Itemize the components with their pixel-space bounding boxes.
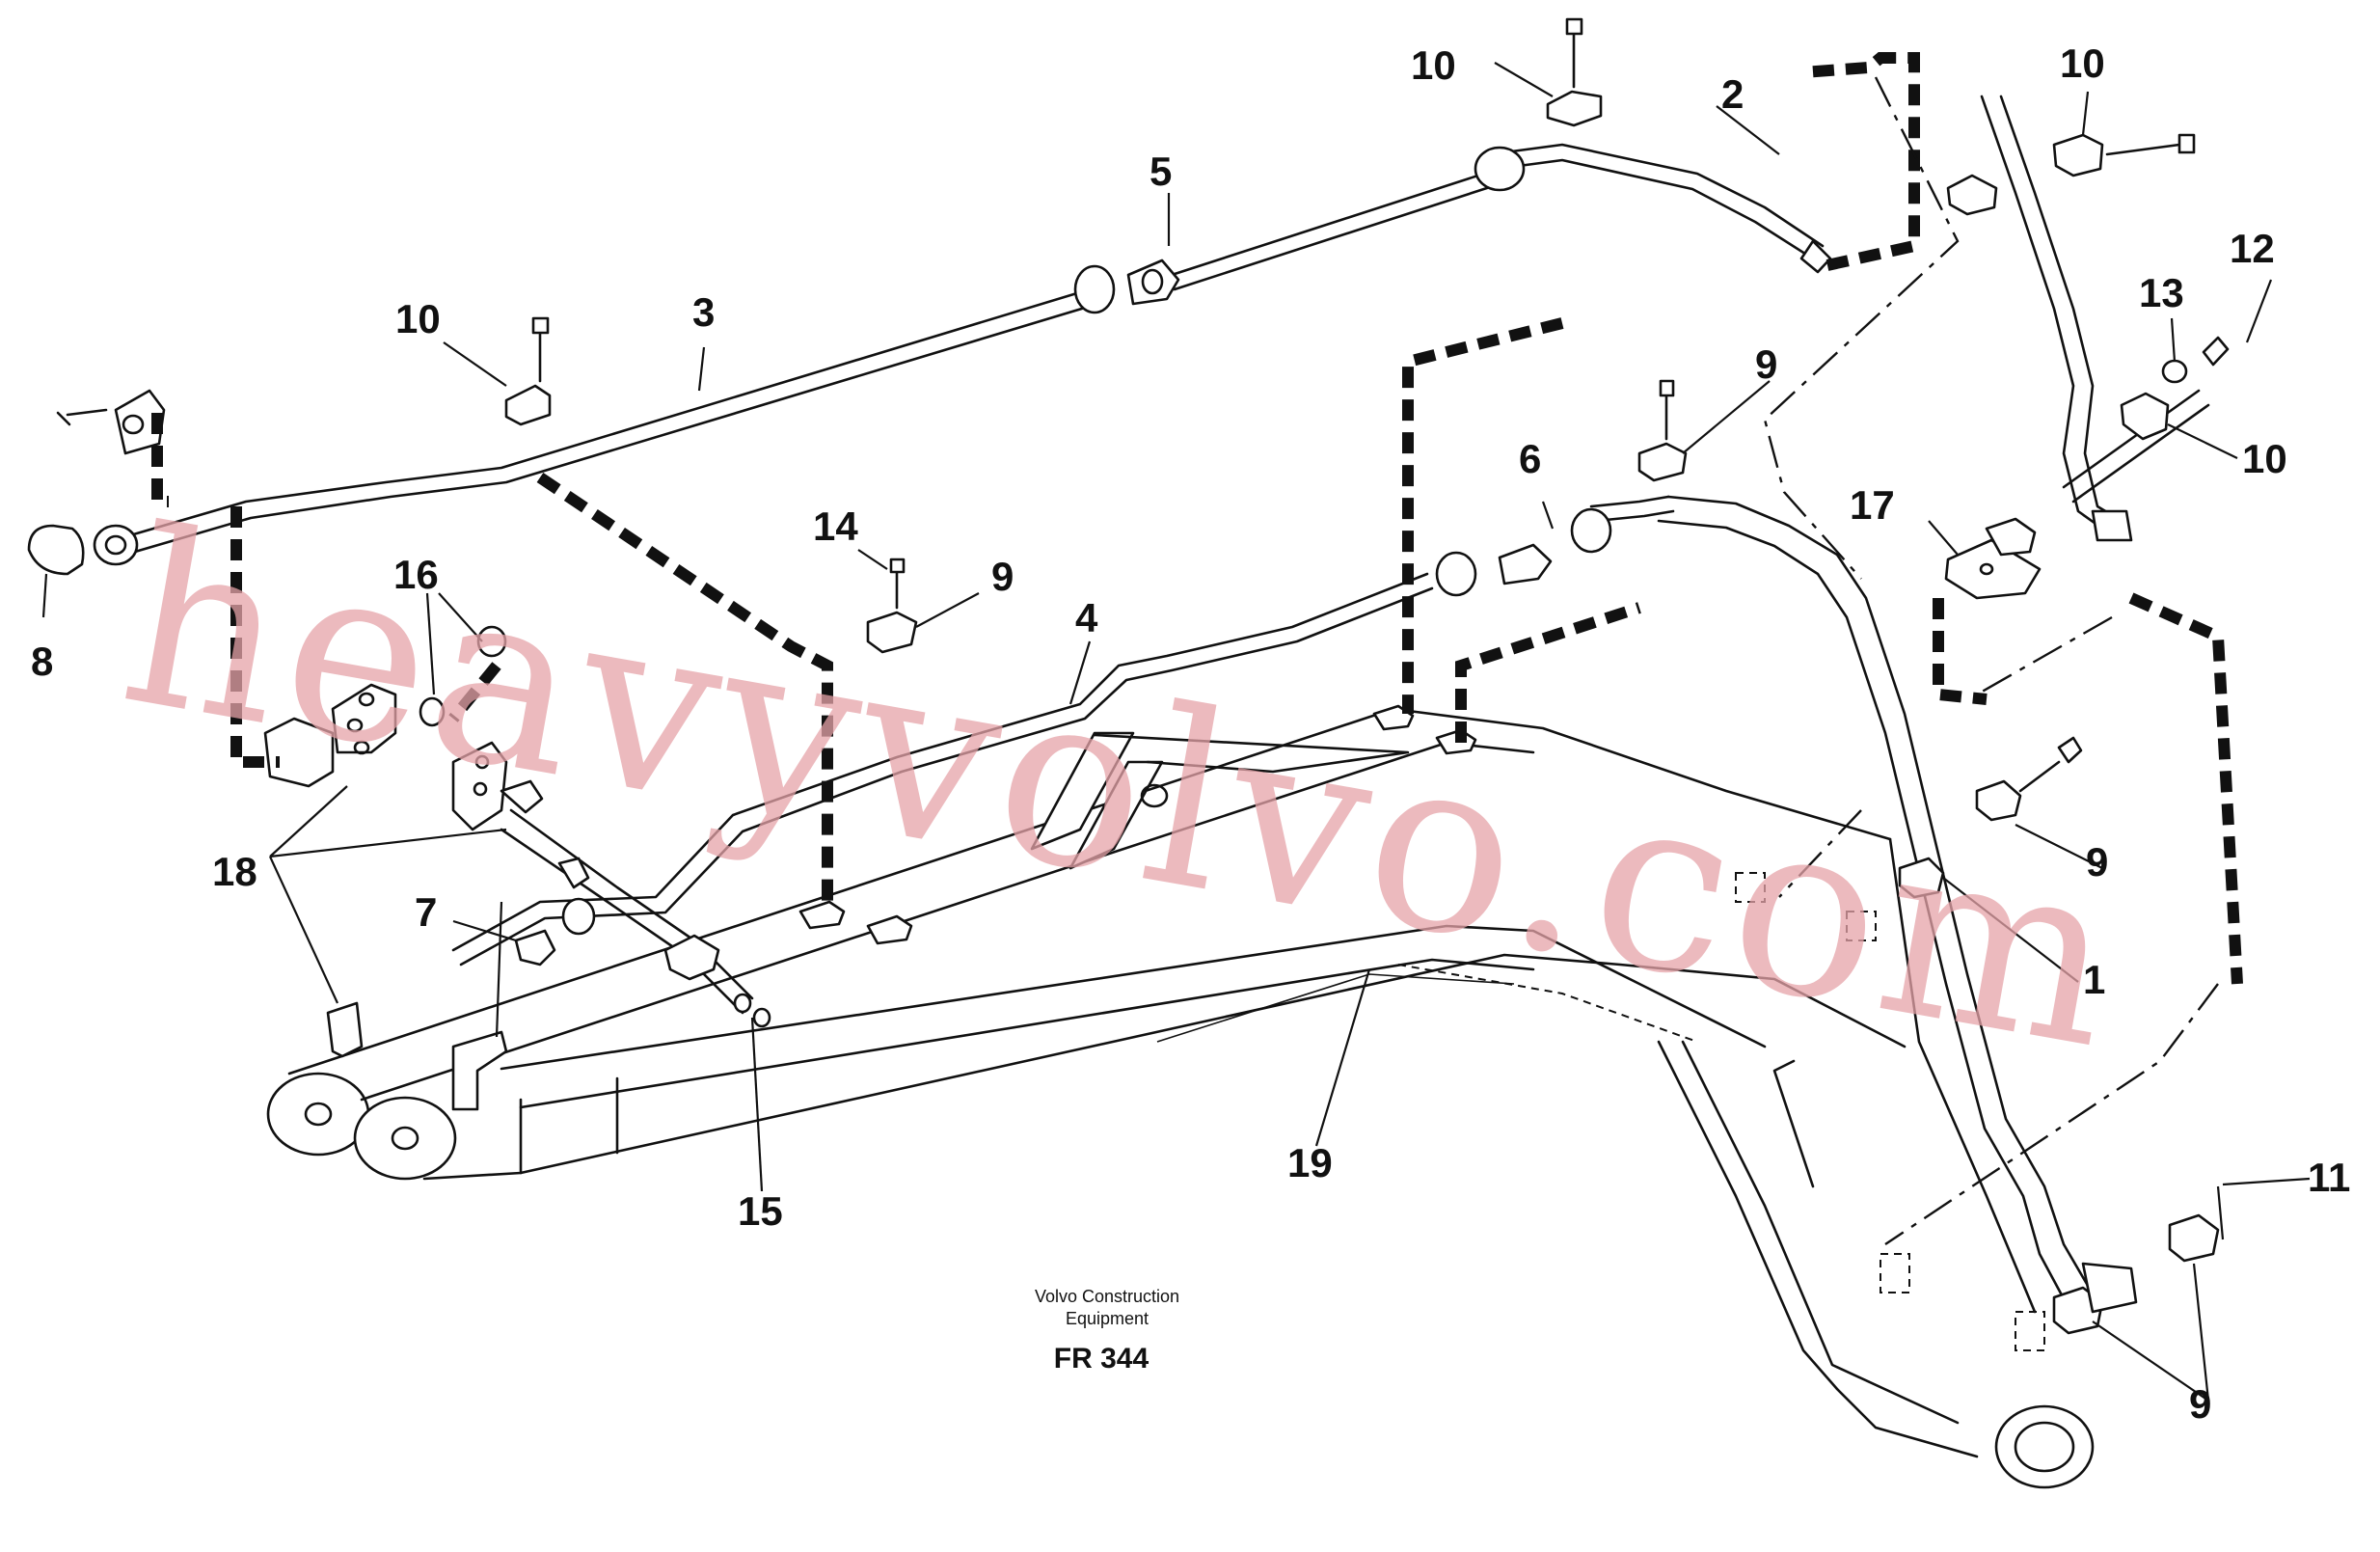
- label-part-9-lower: 9: [2189, 1381, 2211, 1427]
- label-part-10-topright: 10: [2060, 41, 2105, 86]
- part-labels: 1 2 3 4 5 6 7 8 9 9 9 9 10 10 10 10 11 1…: [31, 41, 2350, 1427]
- label-part-15: 15: [738, 1188, 783, 1234]
- label-part-1: 1: [2083, 957, 2105, 1002]
- label-part-8: 8: [31, 639, 53, 684]
- label-part-10-right: 10: [2242, 436, 2287, 481]
- label-part-13: 13: [2139, 270, 2184, 315]
- label-part-10-top: 10: [1411, 42, 1456, 88]
- caption-company-line2: Equipment: [1066, 1309, 1149, 1328]
- label-part-10-left: 10: [395, 296, 441, 341]
- caption-company-line1: Volvo Construction: [1035, 1287, 1179, 1306]
- label-part-16: 16: [393, 552, 439, 597]
- label-part-18: 18: [212, 849, 257, 894]
- label-part-9-middle: 9: [991, 554, 1014, 599]
- pipe-lines: [128, 95, 2210, 1319]
- leader-lines: [41, 62, 2311, 1402]
- connection-lines: [151, 52, 2243, 1245]
- caption-figure-code: FR 344: [1054, 1343, 1149, 1375]
- label-part-14: 14: [813, 504, 858, 549]
- label-part-17: 17: [1850, 482, 1895, 528]
- label-part-4: 4: [1075, 595, 1098, 640]
- label-part-6: 6: [1519, 436, 1541, 481]
- caption: Volvo Construction Equipment FR 344: [1035, 1287, 1179, 1375]
- label-part-19: 19: [1287, 1140, 1333, 1185]
- label-part-11: 11: [2308, 1155, 2350, 1200]
- label-part-7: 7: [415, 889, 437, 935]
- label-part-5: 5: [1149, 149, 1172, 194]
- label-part-12: 12: [2230, 226, 2275, 271]
- label-part-3: 3: [692, 289, 715, 335]
- label-part-2: 2: [1721, 71, 1744, 117]
- label-part-9-right: 9: [2086, 839, 2108, 885]
- label-part-9-upper: 9: [1755, 341, 1777, 387]
